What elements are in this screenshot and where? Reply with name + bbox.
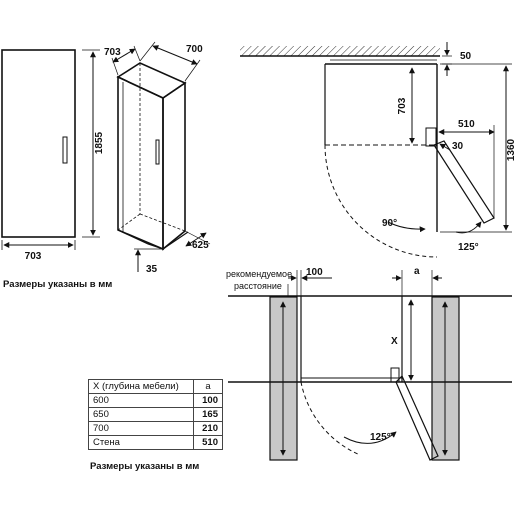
front-height-label: 1855 [94,131,105,154]
fridge-iso-top [116,62,187,99]
iso-door-depth-dimension [185,232,207,247]
distance-label: расстояние [234,281,282,291]
hinge-block [425,127,437,147]
iso-depth-dimension [112,48,136,63]
cell-x: 650 [88,407,194,422]
iso-door-depth-label: 625 [192,240,209,251]
fridge-front-body [1,49,76,238]
cell-a: 165 [193,407,223,422]
front-width-label: 703 [25,251,42,262]
cell-a: 510 [193,435,223,450]
front-view: 1855 703 [1,49,105,262]
angle-open-label: 90° [382,218,397,229]
top-angle-label: 125° [370,432,391,443]
door-handle [62,136,68,164]
cell-a: 100 [193,393,223,408]
ceiling-gap-label: 50 [460,51,472,62]
door-swing-arc [324,144,438,258]
caption-bottom: Размеры указаны в мм [90,461,200,472]
cell-a: 210 [193,421,223,436]
cell-x: 700 [88,421,194,436]
caption-left: Размеры указаны в мм [3,279,113,290]
header-a: a [193,379,223,394]
iso-depth-label: 703 [104,47,121,58]
angle-max-label: 125° [458,242,479,253]
cell-x: Стена [88,435,194,450]
top-swing-arc [300,381,361,456]
side-view [240,42,512,258]
header-x: X (глубина мебели) [88,379,194,394]
ceiling-hatch [240,46,440,56]
top-view [228,270,512,461]
cell-x: 600 [88,393,194,408]
door-clearance-label: 510 [458,119,475,130]
iso-plinth-label: 35 [146,264,158,275]
open-door-side [433,140,495,224]
iso-width-label: 700 [186,44,203,55]
fridge-iso-side [162,81,186,251]
x-label: X [391,336,398,347]
total-height-label: 1360 [506,138,517,161]
iso-view [111,41,211,272]
recommended-label: рекомендуемое [226,269,292,279]
open-door-top [395,374,439,461]
hinge-offset-label: 30 [452,141,464,152]
iso-width-dimension [152,45,198,65]
side-depth-label: 703 [397,97,408,114]
a-label: a [414,266,420,277]
gap-label: 100 [306,267,323,278]
iso-handle [155,139,160,165]
